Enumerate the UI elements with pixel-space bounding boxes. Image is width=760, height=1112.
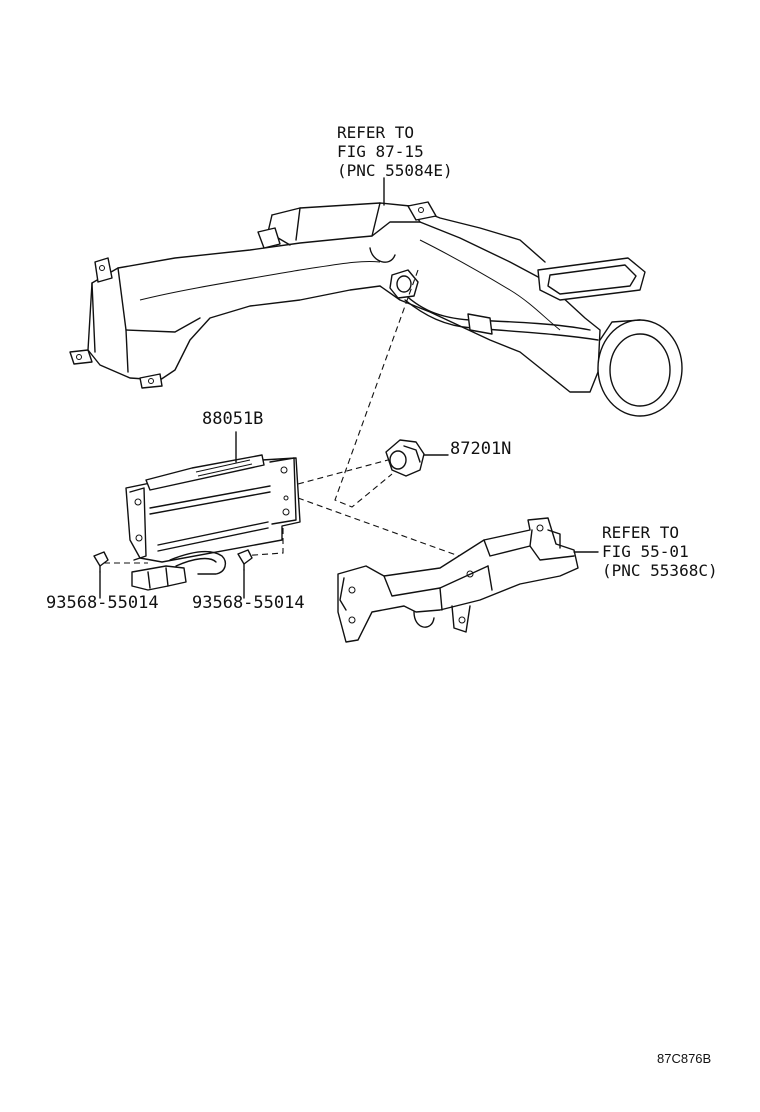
alignment-dashes — [104, 269, 471, 564]
part-label-screw-left: 93568-55014 — [46, 593, 159, 613]
screw-right — [237, 549, 253, 571]
refer-top-line2: FIG 87-15 — [337, 142, 424, 161]
refer-top-line1: REFER TO — [337, 123, 415, 142]
refer-right-line2: FIG 55-01 — [602, 542, 689, 561]
figure-code: 87C876B — [657, 1051, 712, 1066]
module-88051b — [125, 454, 301, 591]
mounting-bracket — [337, 517, 579, 643]
refer-top-line3: (PNC 55084E) — [337, 161, 453, 180]
air-duct-assembly — [69, 201, 683, 417]
refer-right-line1: REFER TO — [602, 523, 680, 542]
part-label-87201n: 87201N — [450, 439, 512, 459]
clip-87201n — [385, 439, 425, 477]
refer-right-line3: (PNC 55368C) — [602, 561, 718, 580]
screw-left — [93, 551, 109, 573]
part-label-screw-right: 93568-55014 — [192, 593, 305, 613]
part-label-88051b: 88051B — [202, 409, 264, 429]
